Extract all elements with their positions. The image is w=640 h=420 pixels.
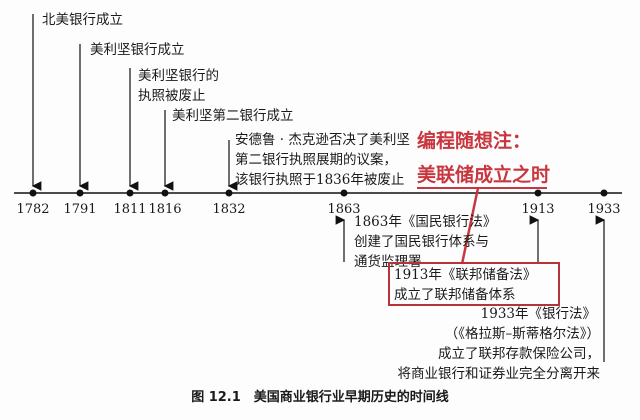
year-label: 1791: [63, 202, 97, 217]
year-label: 1863: [327, 202, 361, 217]
event-1913-highlight-box: 1913年《联邦储备法》成立了联邦储备体系: [388, 262, 560, 306]
year-label: 1913: [521, 202, 555, 217]
year-label: 1782: [16, 202, 50, 217]
annotation-text: 美联储成立之时: [417, 164, 551, 186]
timeline-dot-1913: [534, 189, 542, 197]
timeline-dot-1863: [340, 189, 348, 197]
event-1791: 美利坚银行成立: [90, 42, 185, 58]
year-label: 1811: [113, 202, 147, 217]
event-1811: 美利坚银行的执照被废止: [138, 68, 219, 104]
event-1832: 安德鲁 · 杰克逊否决了美利坚第二银行执照展期的议案，该银行执照于1836年被废…: [235, 132, 410, 188]
year-label: 1816: [148, 202, 182, 217]
year-label: 1933: [587, 202, 621, 217]
timeline-dot-1816: [161, 189, 169, 197]
timeline-dot-1782: [29, 189, 37, 197]
annotation-title: 编程随想注：: [417, 130, 532, 152]
event-1816: 美利坚第二银行成立: [172, 108, 294, 124]
timeline-dot-1832: [225, 189, 233, 197]
event-1863: 1863年《国民银行法》创建了国民银行体系与通货监理署: [354, 214, 497, 270]
timeline-dot-1791: [76, 189, 84, 197]
timeline-dot-1811: [126, 189, 134, 197]
event-1782: 北美银行成立: [42, 12, 123, 28]
figure-caption: 图 12.1 美国商业银行业早期历史的时间线: [191, 390, 449, 405]
year-label: 1832: [212, 202, 246, 217]
timeline-dot-1933: [600, 189, 608, 197]
event-1933: 1933年《银行法》（《格拉斯–斯蒂格尔法》）成立了联邦存款保险公司，将商业银行…: [397, 306, 601, 382]
annotation-pointer: [460, 187, 480, 265]
